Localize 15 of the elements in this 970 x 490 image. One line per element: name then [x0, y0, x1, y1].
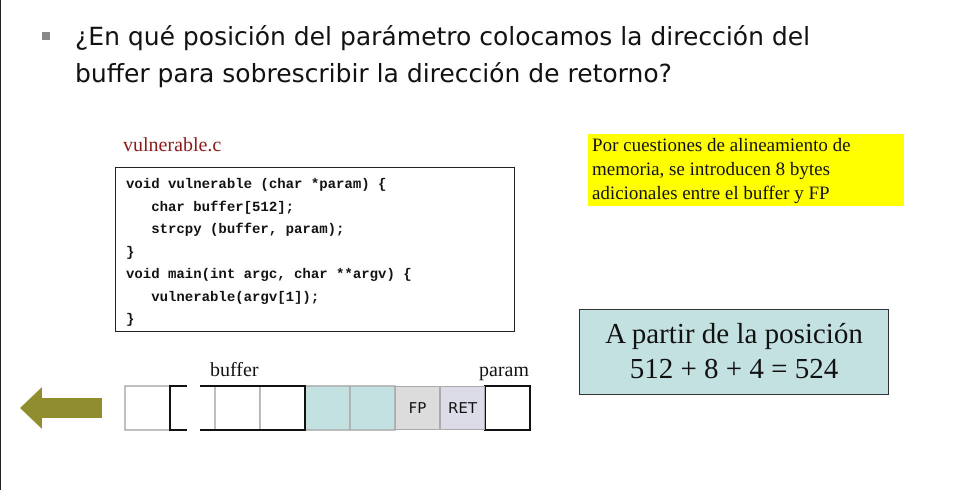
code-line: vulnerable(argv[1]); [150, 288, 320, 308]
code-line: void main(int argc, char **argv) { [126, 266, 413, 285]
file-name: vulnerable.c [123, 134, 222, 157]
code-line: void vulnerable (char *param) { [126, 176, 388, 195]
code-line: strcpy (buffer, param); [150, 221, 346, 240]
slide-title: ¿En qué posición del parámetro colocamos la dirección del buffer para sobrescribir la dirección de retorno? [75, 21, 812, 90]
memory-cell: FP [395, 386, 440, 430]
code-line: } [126, 311, 136, 330]
memory-cell: RET [440, 386, 485, 430]
code-line: } [126, 244, 136, 262]
highlighted-note: Por cuestiones de alineamiento de memoria, se introducen 8 bytes adicionales entre el buffer y FP [588, 134, 904, 206]
memory-label: buffer [210, 359, 258, 382]
result-box: A partir de la posición 512 + 8 + 4 = 524 [579, 309, 889, 395]
memory-label: param [479, 359, 529, 382]
code-line: char buffer[512]; [150, 198, 296, 218]
